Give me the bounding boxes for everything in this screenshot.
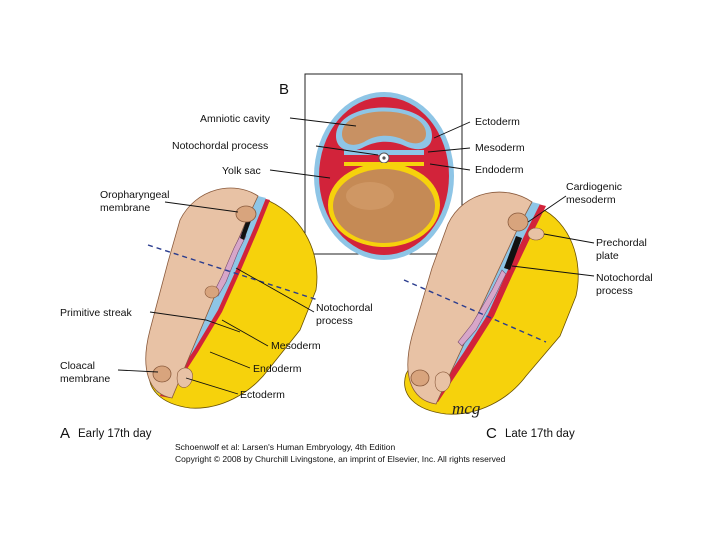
- section-line-a: [147, 244, 319, 301]
- credit-line-1: Schoenwolf et al: Larsen's Human Embryol…: [175, 442, 395, 452]
- label-oropharyngeal-2: membrane: [100, 202, 150, 214]
- panel-b-cross-section: B Amniotic cavity Notochordal process Yo…: [172, 73, 525, 260]
- panel-a-letter: A: [60, 425, 70, 442]
- label-notochordal-2-a: process: [316, 315, 353, 327]
- endoderm-fold-c: [434, 371, 451, 392]
- label-mesoderm-b: Mesoderm: [475, 142, 525, 154]
- prechordal-plate-c: [527, 227, 545, 241]
- label-ectoderm-a: Ectoderm: [240, 389, 285, 401]
- label-cloacal-1: Cloacal: [60, 360, 95, 372]
- dorsal-surface-c: [407, 191, 533, 405]
- panel-b-letter: B: [279, 81, 289, 98]
- credit-line-2: Copyright © 2008 by Churchill Livingston…: [175, 454, 506, 464]
- endoderm-fold-a: [176, 367, 193, 388]
- mesoderm-edge-c: [428, 204, 546, 402]
- label-notochordal-process-b: Notochordal process: [172, 140, 268, 152]
- notochord-dark-c: [504, 236, 522, 270]
- notochordal-process-c: [457, 269, 507, 347]
- yolk-sac-highlight: [346, 182, 394, 210]
- label-cardiogenic-1: Cardiogenic: [566, 181, 622, 193]
- primitive-node-a: [204, 285, 220, 299]
- label-oropharyngeal-1: Oropharyngeal: [100, 189, 169, 201]
- panel-c-caption: Late 17th day: [505, 428, 575, 440]
- panel-c-letter: C: [486, 425, 497, 442]
- dorsal-surface-a: [145, 187, 259, 399]
- label-primitive-streak: Primitive streak: [60, 307, 133, 319]
- label-prechordal-1: Prechordal: [596, 237, 647, 249]
- label-notochordal-1-c: Notochordal: [596, 272, 653, 284]
- panel-a-embryo: Oropharyngeal membrane Primitive streak …: [60, 187, 373, 442]
- cloacal-membrane-c: [410, 369, 430, 387]
- label-notochordal-2-c: process: [596, 285, 633, 297]
- panel-c-embryo: Cardiogenic mesoderm Prechordal plate No…: [403, 181, 653, 442]
- label-mesoderm-a: Mesoderm: [271, 340, 321, 352]
- section-line-c: [403, 279, 547, 343]
- notochordal-lumen-b: [382, 156, 386, 160]
- oropharyngeal-membrane-a: [235, 205, 257, 223]
- label-yolk-sac: Yolk sac: [222, 165, 261, 177]
- label-endoderm-b: Endoderm: [475, 164, 524, 176]
- amniotic-cavity-inner: [342, 111, 426, 145]
- label-notochordal-1-a: Notochordal: [316, 302, 373, 314]
- label-ectoderm-b: Ectoderm: [475, 116, 520, 128]
- panel-c-signature: mcg: [452, 399, 480, 418]
- cardiogenic-bulge-c: [507, 212, 529, 232]
- label-cardiogenic-2: mesoderm: [566, 194, 616, 206]
- panel-a-caption: Early 17th day: [78, 428, 152, 440]
- label-prechordal-2: plate: [596, 250, 619, 262]
- label-amniotic-cavity: Amniotic cavity: [200, 113, 271, 125]
- label-cloacal-2: membrane: [60, 373, 110, 385]
- cloacal-membrane-a: [152, 365, 172, 383]
- label-endoderm-a: Endoderm: [253, 363, 302, 375]
